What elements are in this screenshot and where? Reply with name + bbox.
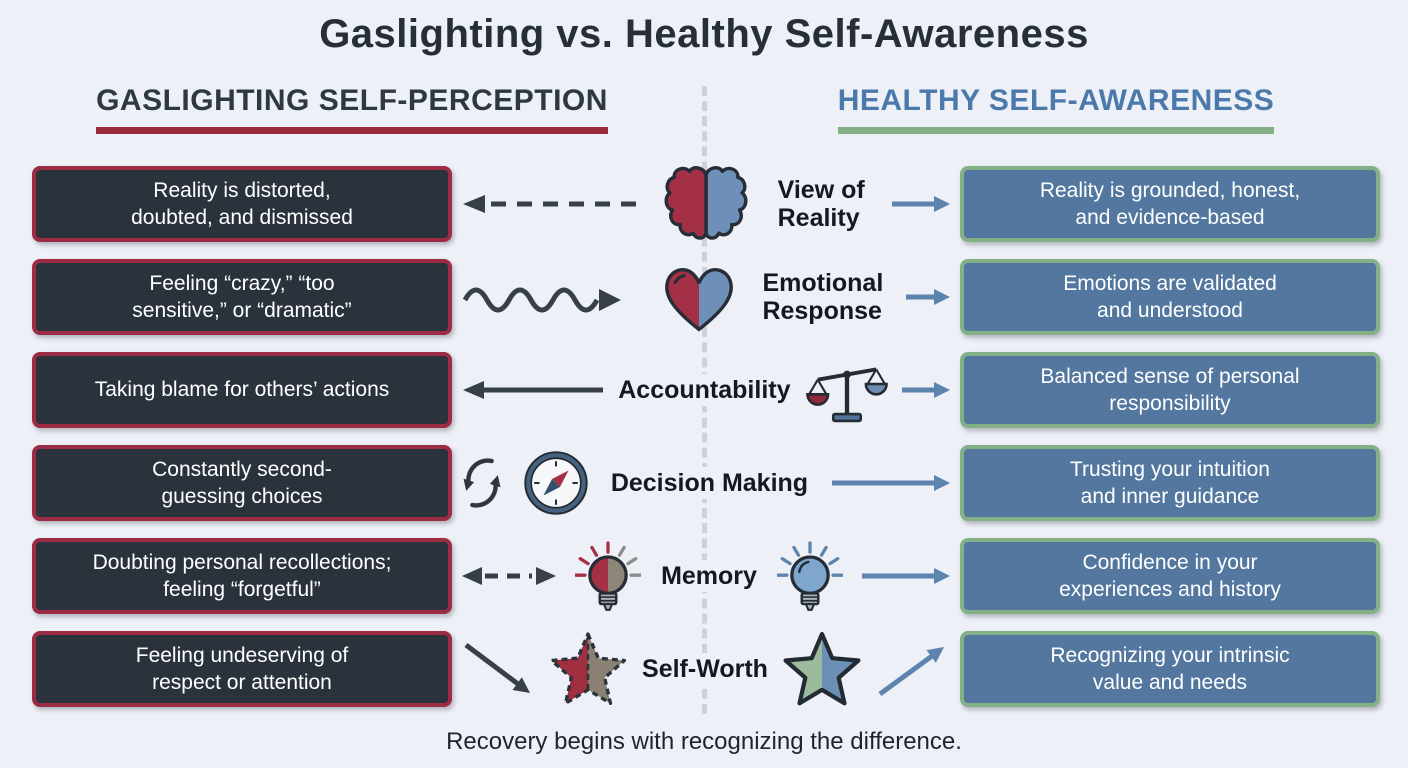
star-broken-icon <box>549 632 626 705</box>
healthy-box: Trusting your intuition and inner guidan… <box>960 445 1380 521</box>
category-label: Memory <box>658 560 760 592</box>
gaslighting-box: Reality is distorted, doubted, and dismi… <box>32 166 452 242</box>
arrow-right-icon <box>902 382 950 398</box>
gaslighting-box: Feeling undeserving of respect or attent… <box>32 631 452 707</box>
healthy-header-label: HEALTHY SELF-AWARENESS <box>837 84 1275 134</box>
row-accountability: Taking blame for others’ actions Account… <box>0 350 1408 430</box>
arrow-right-icon <box>906 289 950 305</box>
double-dashed-arrow-icon <box>462 567 556 585</box>
gaslighting-column-header: GASLIGHTING SELF-PERCEPTION <box>0 84 704 134</box>
arrow-right-icon <box>862 568 950 584</box>
cycle-icon <box>463 458 501 508</box>
row-memory: Doubting personal recollections; feeling… <box>0 536 1408 616</box>
gaslighting-header-label: GASLIGHTING SELF-PERCEPTION <box>96 84 608 134</box>
category-label: Decision Making <box>607 467 812 499</box>
healthy-box: Recognizing your intrinsic value and nee… <box>960 631 1380 707</box>
row-center: View of Reality <box>452 164 960 244</box>
gaslighting-box: Doubting personal recollections; feeling… <box>32 538 452 614</box>
healthy-box: Emotions are validated and understood <box>960 259 1380 335</box>
row-self-worth: Feeling undeserving of respect or attent… <box>0 629 1408 709</box>
arrow-right-icon <box>831 475 950 491</box>
gaslighting-box: Feeling “crazy,” “too sensitive,” or “dr… <box>32 259 452 335</box>
lightbulb-bright-icon <box>776 541 843 611</box>
compass-icon <box>524 451 588 515</box>
lightbulb-dim-icon <box>575 541 642 611</box>
category-label: View of Reality <box>774 174 868 234</box>
dashed-arrow-left-icon <box>463 195 636 213</box>
healthy-box: Reality is grounded, honest, and evidenc… <box>960 166 1380 242</box>
category-label: Accountability <box>615 374 794 406</box>
heart-icon <box>664 268 733 332</box>
row-center: Emotional Response <box>452 257 960 337</box>
row-emotional-response: Feeling “crazy,” “too sensitive,” or “dr… <box>0 257 1408 337</box>
healthy-box: Confidence in your experiences and histo… <box>960 538 1380 614</box>
row-center: Memory <box>452 536 960 616</box>
page-title: Gaslighting vs. Healthy Self-Awareness <box>319 12 1089 56</box>
healthy-box: Balanced sense of personal responsibilit… <box>960 352 1380 428</box>
scales-icon <box>805 367 888 423</box>
diagonal-down-arrow-icon <box>464 643 530 693</box>
row-decision-making: Constantly second- guessing choices Deci… <box>0 443 1408 523</box>
arrow-left-icon <box>463 381 603 399</box>
wavy-arrow-right-icon <box>462 287 621 313</box>
star-whole-icon <box>783 631 861 706</box>
row-center: Accountability <box>452 350 960 430</box>
footer-caption: Recovery begins with recognizing the dif… <box>446 728 962 755</box>
row-center: Decision Making <box>452 443 960 523</box>
gaslighting-box: Constantly second- guessing choices <box>32 445 452 521</box>
brain-icon <box>664 166 748 240</box>
category-label: Emotional Response <box>759 267 887 327</box>
row-center: Self-Worth <box>452 629 960 709</box>
row-view-of-reality: Reality is distorted, doubted, and dismi… <box>0 164 1408 244</box>
gaslighting-box: Taking blame for others’ actions <box>32 352 452 428</box>
diagonal-up-arrow-icon <box>878 647 944 697</box>
arrow-right-icon <box>892 196 950 212</box>
category-label: Self-Worth <box>639 653 771 685</box>
healthy-column-header: HEALTHY SELF-AWARENESS <box>704 84 1408 134</box>
